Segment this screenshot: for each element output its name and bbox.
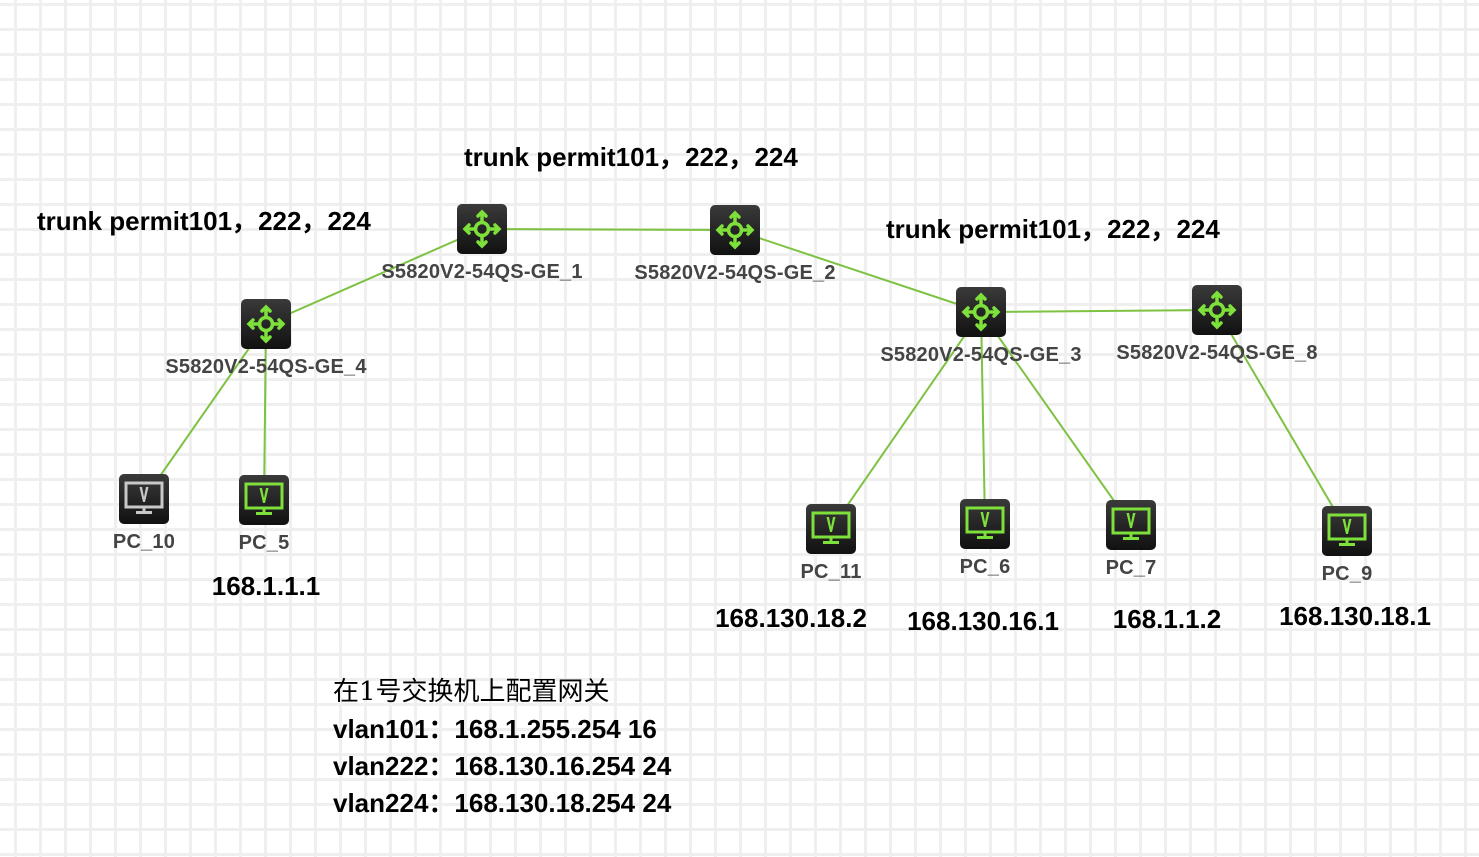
pc-monitor-icon (811, 511, 851, 544)
note-title: 在1号交换机上配置网关 (333, 677, 610, 707)
link-sw3-pc6[interactable] (980, 311, 986, 525)
link-sw1-sw2[interactable] (481, 228, 736, 231)
pc-label-7: PC_7 (1105, 557, 1157, 579)
switch-node-3[interactable] (956, 287, 1006, 337)
pc-node-7[interactable] (1106, 500, 1156, 550)
switch-label-1: S5820V2-54QS-GE_1 (381, 261, 583, 283)
pc-ip-9: 168.130.18.1 (1279, 601, 1431, 631)
pc-node-5[interactable] (239, 475, 289, 525)
pc-label-11: PC_11 (800, 561, 862, 583)
pc-monitor-icon (1327, 513, 1367, 546)
pc-node-10[interactable] (119, 474, 169, 524)
switch-label-8: S5820V2-54QS-GE_8 (1116, 342, 1318, 364)
switch-label-4: S5820V2-54QS-GE_4 (165, 356, 367, 378)
pc-label-9: PC_9 (1321, 563, 1373, 585)
pc-label-6: PC_6 (959, 556, 1011, 578)
pc-label-5: PC_5 (238, 532, 290, 554)
switch-node-2[interactable] (710, 205, 760, 255)
switch-icon (715, 210, 755, 250)
pc-monitor-icon (1111, 507, 1151, 540)
switch-icon (1197, 290, 1237, 330)
pc-node-11[interactable] (806, 504, 856, 554)
switch-node-1[interactable] (457, 204, 507, 254)
pc-monitor-icon (124, 481, 164, 514)
switch-icon (961, 292, 1001, 332)
switch-icon (246, 304, 286, 344)
switch-label-3: S5820V2-54QS-GE_3 (880, 344, 1082, 366)
link-sw3-sw8[interactable] (980, 309, 1218, 313)
pc-monitor-icon (244, 482, 284, 515)
pc-label-10: PC_10 (112, 531, 176, 553)
note-line-vlan101: vlan101：168.1.255.254 16 (333, 714, 657, 744)
note-line-vlan222: vlan222：168.130.16.254 24 (333, 751, 672, 781)
link-sw3-pc7[interactable] (980, 311, 1132, 526)
link-sw3-pc11[interactable] (830, 311, 982, 530)
link-sw8-pc9[interactable] (1216, 309, 1348, 532)
link-sw4-pc5[interactable] (263, 323, 267, 501)
pc-monitor-icon (965, 506, 1005, 539)
gateway-config-note: 在1号交换机上配置网关 vlan101：168.1.255.254 16 vla… (333, 674, 671, 822)
switch-icon (462, 209, 502, 249)
trunk-label-sw2-sw3: trunk permit101，222，224 (886, 214, 1220, 244)
trunk-label-sw1-sw2: trunk permit101，222，224 (464, 142, 798, 172)
link-sw2-sw3[interactable] (734, 229, 982, 313)
pc-node-9[interactable] (1322, 506, 1372, 556)
pc-ip-5: 168.1.1.1 (211, 571, 321, 601)
switch-node-8[interactable] (1192, 285, 1242, 335)
note-line-vlan224: vlan224：168.130.18.254 24 (333, 788, 672, 818)
trunk-label-sw4-sw1: trunk permit101，222，224 (37, 206, 371, 236)
pc-ip-11: 168.130.18.2 (715, 603, 867, 633)
switch-label-2: S5820V2-54QS-GE_2 (634, 262, 836, 284)
switch-node-4[interactable] (241, 299, 291, 349)
pc-node-6[interactable] (960, 499, 1010, 549)
pc-ip-7: 168.1.1.2 (1112, 604, 1222, 634)
link-sw4-sw1[interactable] (265, 228, 483, 325)
pc-ip-6: 168.130.16.1 (907, 606, 1059, 636)
link-sw4-pc10[interactable] (143, 323, 267, 500)
